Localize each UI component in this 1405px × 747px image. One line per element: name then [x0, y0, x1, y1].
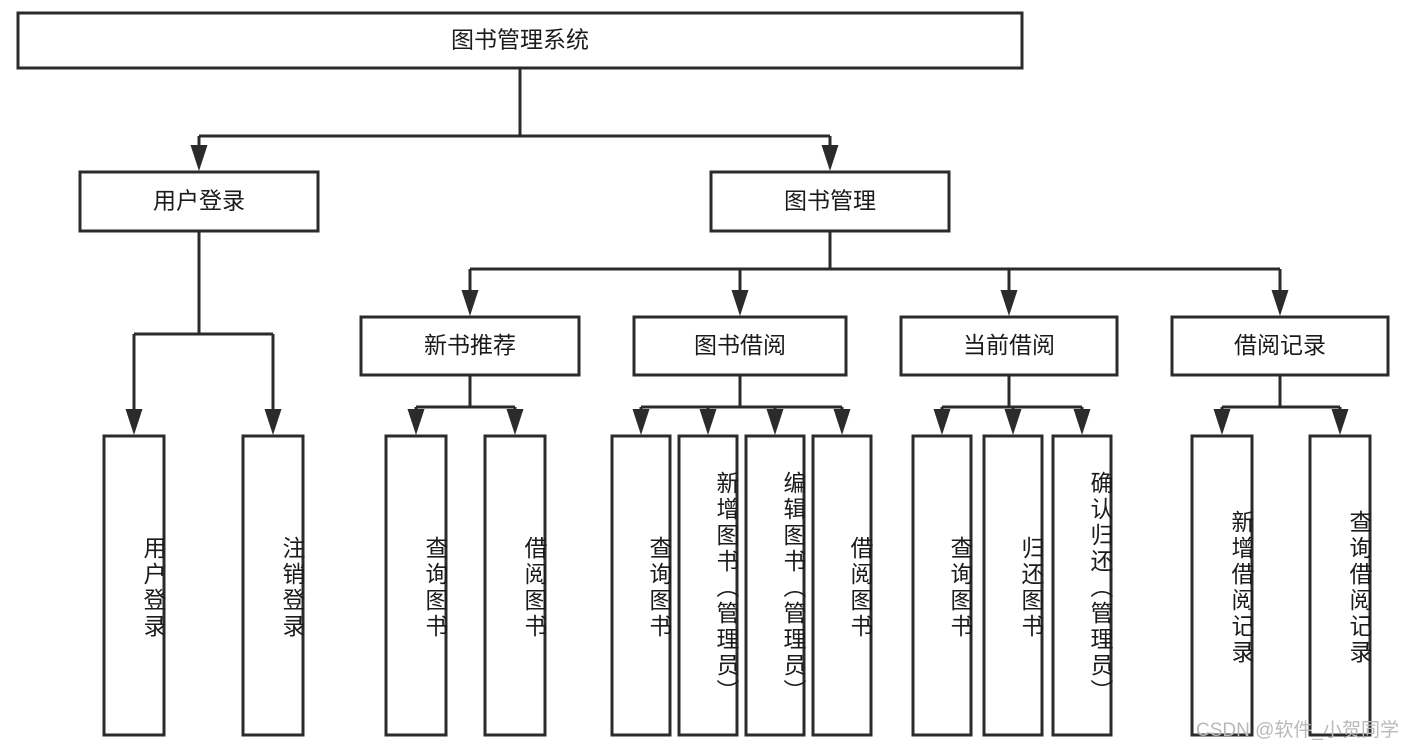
- arrow-head-icon: [264, 409, 282, 435]
- node-box-borrow-record[interactable]: [1170, 315, 1390, 377]
- node-box-leaf-query-book-1[interactable]: [384, 434, 448, 737]
- arrow-head-icon: [933, 409, 951, 435]
- arrow-head-icon: [1073, 409, 1091, 435]
- node-box-leaf-confirm-return[interactable]: [1051, 434, 1113, 737]
- arrow-head-icon: [190, 145, 208, 171]
- node-label-book-borrow: 图书借阅: [694, 332, 786, 358]
- arrow-head-icon: [506, 409, 524, 435]
- node-box-leaf-logout[interactable]: [241, 434, 305, 737]
- node-label-root: 图书管理系统: [451, 27, 589, 53]
- arrow-head-icon: [731, 290, 749, 316]
- watermark-text: CSDN @软件_小贺同学: [1196, 720, 1399, 741]
- node-box-leaf-query-book-2[interactable]: [610, 434, 672, 737]
- node-label-borrow-record: 借阅记录: [1234, 332, 1326, 358]
- node-box-leaf-borrow-book-2[interactable]: [811, 434, 873, 737]
- arrow-head-icon: [1000, 290, 1018, 316]
- node-box-leaf-add-record[interactable]: [1190, 434, 1254, 737]
- arrow-head-icon: [632, 409, 650, 435]
- node-box-leaf-edit-book[interactable]: [744, 434, 806, 737]
- node-label-new-book-rec: 新书推荐: [424, 332, 516, 358]
- node-box-book-borrow[interactable]: [632, 315, 848, 377]
- node-box-current-borrow[interactable]: [899, 315, 1119, 377]
- node-box-user-login[interactable]: [78, 170, 320, 233]
- node-label-current-borrow: 当前借阅: [963, 332, 1055, 358]
- node-box-root[interactable]: [16, 11, 1024, 70]
- node-box-leaf-query-record[interactable]: [1308, 434, 1372, 737]
- node-box-leaf-query-book-3[interactable]: [911, 434, 973, 737]
- arrow-head-icon: [461, 290, 479, 316]
- arrow-head-icon: [407, 409, 425, 435]
- arrow-head-icon: [125, 409, 143, 435]
- arrow-head-icon: [1271, 290, 1289, 316]
- arrow-head-icon: [1331, 409, 1349, 435]
- node-box-book-manage[interactable]: [709, 170, 951, 233]
- connector-layer: [125, 68, 1349, 435]
- arrow-head-icon: [1213, 409, 1231, 435]
- arrow-head-icon: [766, 409, 784, 435]
- arrow-head-icon: [699, 409, 717, 435]
- node-layer: [16, 11, 1390, 737]
- node-box-leaf-return-book[interactable]: [982, 434, 1044, 737]
- arrow-head-icon: [833, 409, 851, 435]
- node-label-user-login: 用户登录: [153, 188, 245, 214]
- node-box-leaf-add-book[interactable]: [677, 434, 739, 737]
- node-label-book-manage: 图书管理: [784, 188, 876, 214]
- node-box-leaf-borrow-book-1[interactable]: [483, 434, 547, 737]
- arrow-head-icon: [821, 145, 839, 171]
- node-box-new-book-rec[interactable]: [359, 315, 581, 377]
- node-box-leaf-user-login[interactable]: [102, 434, 166, 737]
- arrow-head-icon: [1004, 409, 1022, 435]
